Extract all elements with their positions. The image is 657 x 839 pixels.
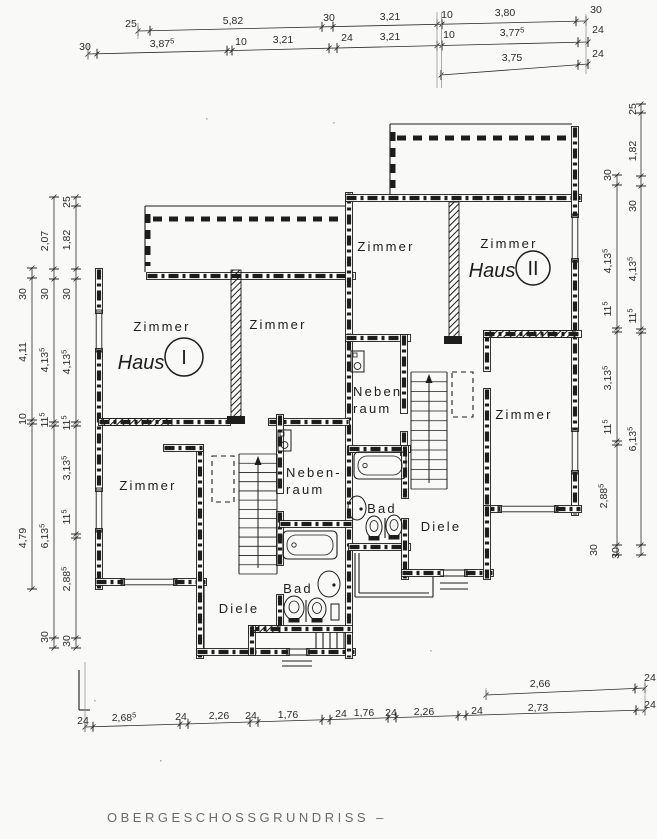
dim-label: 115 [60, 415, 74, 430]
dim-label: 30 [602, 169, 614, 181]
dim-label: 4,135 [626, 257, 640, 282]
room-label: Zimmer [249, 317, 306, 332]
dim-label: 24 [335, 708, 347, 720]
dim-label: 5,82 [223, 15, 244, 27]
room-label: Neben- [353, 384, 409, 399]
dim-label: 10 [441, 9, 453, 21]
room-label: Zimmer [480, 236, 537, 251]
dim-label: 30 [627, 200, 639, 212]
dim-label: 3,21 [273, 34, 294, 46]
dim-label: 115 [38, 412, 52, 427]
dim-label: 30 [61, 288, 73, 300]
dim-label: 3,75 [502, 52, 523, 64]
dim-label: 24 [644, 672, 656, 684]
dim-label: 6,135 [626, 427, 640, 452]
dim-label: 30 [39, 288, 51, 300]
dim-label: 10 [17, 413, 29, 425]
dim-label: 1,82 [627, 141, 639, 162]
dim-label: 30 [588, 544, 600, 556]
house-numeral: II [527, 258, 538, 280]
dim-label: 24 [592, 48, 604, 60]
bath-fixtures [277, 350, 407, 623]
dimension-chains [27, 16, 648, 732]
room-label: Zimmer [119, 478, 176, 493]
dim-label: 2,885 [60, 567, 74, 592]
dim-label: 2,26 [414, 706, 435, 718]
dim-label: 25 [627, 103, 639, 115]
dim-label: 115 [60, 509, 74, 524]
dim-label: 2,66 [530, 678, 551, 690]
room-label: Neben- [286, 465, 342, 480]
dim-label: 30 [79, 41, 91, 53]
house-name: Haus [118, 352, 165, 374]
room-label: Zimmer [495, 407, 552, 422]
dim-label: 24 [644, 699, 656, 711]
room-label: Zimmer [357, 239, 414, 254]
dim-label: 115 [601, 419, 615, 434]
dim-label: 30 [39, 631, 51, 643]
dim-label: 1,76 [354, 707, 375, 719]
dim-label: 2,07 [39, 231, 51, 252]
dim-label: 1,76 [278, 709, 299, 721]
dim-label: 24 [341, 32, 353, 44]
dim-label: 2,26 [209, 710, 230, 722]
dim-label: 24 [175, 711, 187, 723]
dim-label: 10 [443, 29, 455, 41]
walls [95, 126, 582, 659]
dimension-labels: 25 5,82 30 3,21 10 3,80 30 30 3,875 10 3,21 24 3,21 1… [17, 4, 656, 727]
dim-label: 4,135 [38, 348, 52, 373]
dim-label: 24 [592, 24, 604, 36]
dim-label: 3,80 [495, 7, 516, 19]
dim-label: 24 [471, 705, 483, 717]
dim-label: 3,875 [150, 37, 175, 51]
dim-label: 115 [601, 301, 615, 316]
dim-label: 4,135 [601, 249, 615, 274]
extension-lines [84, 12, 646, 732]
dim-label: 3,21 [380, 31, 401, 43]
dim-label: 4,11 [17, 342, 29, 362]
dim-label: 115 [626, 308, 640, 323]
dim-label: 3,21 [380, 11, 401, 23]
dim-label: 25 [125, 18, 137, 30]
drawing-title: OBERGESCHOSSGRUNDRISS – [107, 810, 387, 825]
dim-label: 30 [610, 547, 622, 559]
room-label: Bad [283, 581, 313, 596]
dim-label: 10 [235, 36, 247, 48]
dim-label: 1,82 [61, 230, 73, 251]
dim-label: 3,775 [500, 26, 525, 40]
dim-label: 24 [245, 710, 257, 722]
dim-label: 30 [590, 4, 602, 16]
house-name: Haus [469, 260, 516, 282]
dim-label: 6,135 [38, 524, 52, 549]
house-numeral: I [181, 347, 187, 369]
dim-label: 30 [17, 288, 29, 300]
dim-label: 30 [323, 12, 335, 24]
dim-label: 25 [61, 196, 73, 208]
scan-specks [94, 118, 542, 762]
dim-label: 30 [61, 635, 73, 647]
dim-label: 4,135 [60, 350, 74, 375]
stairs [238, 371, 448, 575]
dim-label: 2,685 [112, 711, 137, 725]
dim-label: 2,885 [597, 484, 611, 509]
house-numeral-circle [164, 337, 204, 377]
room-label: Zimmer [133, 319, 190, 334]
dim-label: 4,79 [17, 528, 29, 549]
room-label: raum [353, 401, 391, 416]
dim-label: 24 [77, 715, 89, 727]
room-label: Bad [367, 501, 397, 516]
room-label: Diele [219, 601, 260, 616]
house-numeral-circle [515, 250, 551, 286]
hatched-walls [101, 201, 576, 633]
thin-lines [78, 123, 579, 711]
dim-label: 3,135 [601, 366, 615, 391]
dim-label: 24 [385, 707, 397, 719]
dim-label: 3,135 [60, 456, 74, 481]
room-label: Diele [421, 519, 462, 534]
room-label: raum [286, 482, 324, 497]
dim-label: 2,73 [528, 702, 549, 714]
